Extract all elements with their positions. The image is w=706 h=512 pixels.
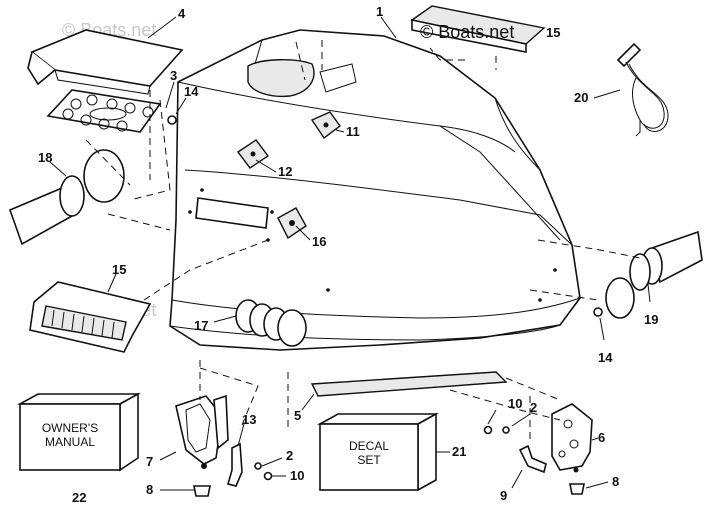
callout-11: 11 bbox=[346, 124, 360, 139]
callout-22: 22 bbox=[72, 490, 86, 505]
strap-9 bbox=[518, 444, 547, 474]
leader-lines bbox=[49, 16, 651, 491]
owners-manual-box: OWNER'S MANUAL bbox=[16, 392, 142, 472]
grille-15-top bbox=[410, 5, 546, 53]
decal-set-line2: SET bbox=[357, 453, 381, 467]
plugs-17 bbox=[235, 299, 307, 347]
grille-15-left bbox=[29, 281, 152, 353]
callout-7: 7 bbox=[146, 454, 153, 469]
callout-numbers: 1 4 15 3 14 20 11 18 12 16 15 19 17 14 5… bbox=[38, 4, 658, 505]
gasket bbox=[46, 89, 162, 133]
grommet-8-left bbox=[193, 485, 211, 497]
callout-5: 5 bbox=[294, 408, 301, 423]
rubber-strip-5 bbox=[310, 371, 508, 397]
callout-19: 19 bbox=[644, 312, 658, 327]
cover-plate bbox=[27, 29, 184, 95]
explosion-lines bbox=[85, 40, 641, 440]
latch-12 bbox=[236, 139, 270, 169]
callout-14-right: 14 bbox=[598, 350, 613, 365]
bracket-7 bbox=[175, 394, 229, 469]
callout-8-left: 8 bbox=[146, 482, 153, 497]
grommet-8-right bbox=[569, 483, 585, 495]
callout-3: 3 bbox=[170, 68, 177, 83]
callout-8-right: 8 bbox=[612, 474, 619, 489]
owners-manual-line1: OWNER'S bbox=[42, 421, 98, 435]
latch-11 bbox=[310, 111, 341, 140]
bracket-6 bbox=[551, 403, 593, 473]
callout-2-left: 2 bbox=[286, 448, 293, 463]
decal-set-box: DECAL SET bbox=[316, 412, 440, 492]
screw-10-left bbox=[263, 471, 273, 481]
callout-1: 1 bbox=[376, 4, 383, 19]
latch-16 bbox=[277, 207, 307, 240]
screw-10-right bbox=[483, 425, 493, 435]
screw-14-left bbox=[167, 115, 177, 125]
watermark-top-right: © Boats.net bbox=[420, 22, 514, 42]
callout-20: 20 bbox=[574, 90, 588, 105]
owners-manual-line2: MANUAL bbox=[45, 435, 95, 449]
callout-12: 12 bbox=[278, 164, 292, 179]
callout-15-top: 15 bbox=[546, 25, 560, 40]
motor-cover bbox=[169, 29, 581, 351]
cable-20 bbox=[616, 42, 669, 137]
seal-19-right bbox=[605, 230, 703, 319]
callout-6: 6 bbox=[598, 430, 605, 445]
washer-2-right bbox=[502, 426, 510, 434]
decal-set-line1: DECAL bbox=[349, 439, 389, 453]
callout-4: 4 bbox=[178, 6, 186, 21]
seal-18-left bbox=[8, 149, 125, 246]
callout-15-left: 15 bbox=[112, 262, 126, 277]
callout-10-right: 10 bbox=[508, 396, 522, 411]
callout-14-left: 14 bbox=[184, 84, 199, 99]
callout-2-right: 2 bbox=[530, 400, 537, 415]
strap-13 bbox=[227, 442, 243, 487]
callout-16: 16 bbox=[312, 234, 326, 249]
callout-9: 9 bbox=[500, 488, 507, 503]
screw-14-right bbox=[593, 307, 603, 317]
washer-2-left bbox=[254, 462, 262, 470]
callout-17: 17 bbox=[194, 318, 208, 333]
callout-21: 21 bbox=[452, 444, 466, 459]
callout-18: 18 bbox=[38, 150, 52, 165]
callout-13: 13 bbox=[242, 412, 256, 427]
callout-10-left: 10 bbox=[290, 468, 304, 483]
